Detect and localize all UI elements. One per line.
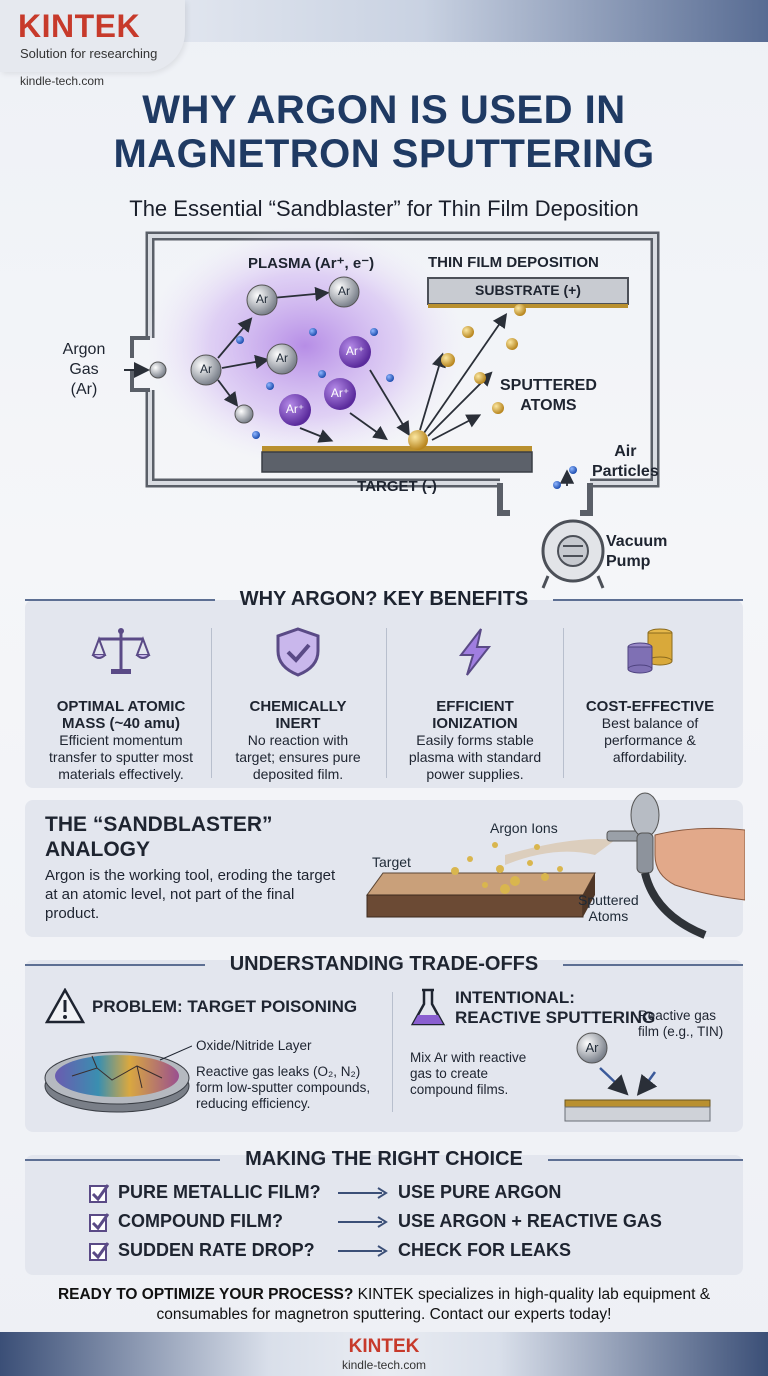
coins-icon	[627, 628, 673, 674]
plasma-label: PLASMA (Ar⁺, e⁻)	[248, 255, 375, 272]
arrow-right-icon	[338, 1245, 388, 1257]
ar-atom: Ar	[276, 351, 288, 365]
checkbox-icon	[89, 1242, 110, 1261]
page-title: WHY ARGON IS USED IN MAGNETRON SPUTTERIN…	[0, 88, 768, 176]
deposition-label: THIN FILM DEPOSITION	[428, 254, 599, 271]
divider	[386, 628, 387, 778]
reactive-title: INTENTIONAL:REACTIVE SPUTTERING	[455, 988, 656, 1027]
ar-ion: Ar⁺	[345, 344, 365, 358]
tradeoffs-heading: UNDERSTANDING TRADE-OFFS	[25, 950, 743, 980]
analogy-text: Argon is the working tool, eroding the t…	[45, 867, 336, 922]
site-url[interactable]: kindle-tech.com	[20, 74, 105, 88]
title-line-2: MAGNETRON SPUTTERING	[113, 132, 655, 176]
divider	[563, 628, 564, 778]
reactive-sputtering-illustration	[564, 1032, 711, 1122]
ar-ion: Ar⁺	[330, 386, 350, 400]
footer-url[interactable]: kindle-tech.com	[341, 1358, 427, 1372]
sandblaster-illustration	[366, 792, 745, 939]
title-line-1: WHY ARGON IS USED IN	[142, 88, 626, 132]
ar-atom: Ar	[585, 1040, 599, 1055]
target-label: TARGET (-)	[357, 478, 437, 495]
substrate-label: SUBSTRATE (+)	[475, 282, 581, 298]
sputtering-chamber-diagram: Ar Ar Ar Ar Ar⁺ Ar⁺ Ar⁺ PLASMA (Ar⁺, e⁻)…	[0, 226, 768, 598]
analogy-title: THE “SANDBLASTER”ANALOGY	[45, 813, 273, 861]
call-to-action: READY TO OPTIMIZE YOUR PROCESS? KINTEK s…	[20, 1285, 748, 1325]
logo[interactable]: KINTEK Solution for researching	[0, 0, 185, 72]
brand-tagline: Solution for researching	[20, 46, 158, 61]
benefits-heading: WHY ARGON? KEY BENEFITS	[25, 585, 743, 615]
ar-atom: Ar	[338, 284, 350, 298]
page-subtitle: The Essential “Sandblaster” for Thin Fil…	[129, 196, 639, 221]
cta-text: KINTEK specializes in high-quality lab e…	[156, 1286, 711, 1323]
problem-title: PROBLEM: TARGET POISONING	[92, 997, 358, 1016]
target-label: Target	[372, 854, 411, 870]
divider	[392, 992, 393, 1112]
choice-heading: MAKING THE RIGHT CHOICE	[25, 1145, 743, 1175]
arrow-right-icon	[338, 1216, 388, 1228]
divider	[211, 628, 212, 778]
poisoned-target-illustration	[44, 1045, 192, 1113]
footer: KINTEK kindle-tech.com	[0, 1332, 768, 1376]
brand-logo: KINTEK	[18, 8, 141, 44]
warning-icon	[45, 988, 85, 1024]
ar-atom: Ar	[256, 292, 268, 306]
checkbox-icon	[89, 1184, 110, 1203]
checkbox-icon	[89, 1213, 110, 1232]
oxide-layer-label: Oxide/Nitride Layer	[196, 1038, 312, 1053]
benefits-panel	[25, 600, 743, 788]
cta-bold: READY TO OPTIMIZE YOUR PROCESS?	[57, 1286, 354, 1303]
problem-desc: Reactive gas leaks (O₂, N₂)form low-sput…	[196, 1064, 371, 1111]
flask-icon	[410, 988, 446, 1026]
shield-check-icon	[276, 627, 320, 677]
ar-atom: Ar	[200, 362, 212, 376]
ar-ion: Ar⁺	[285, 402, 305, 416]
argon-ions-label: Argon Ions	[490, 820, 558, 836]
chamber-svg	[124, 226, 660, 589]
footer-brand[interactable]: KINTEK	[348, 1336, 420, 1357]
arrow-right-icon	[338, 1187, 388, 1199]
lightning-icon	[458, 628, 492, 676]
choice-panel	[25, 1155, 743, 1275]
balance-scale-icon	[91, 628, 151, 674]
